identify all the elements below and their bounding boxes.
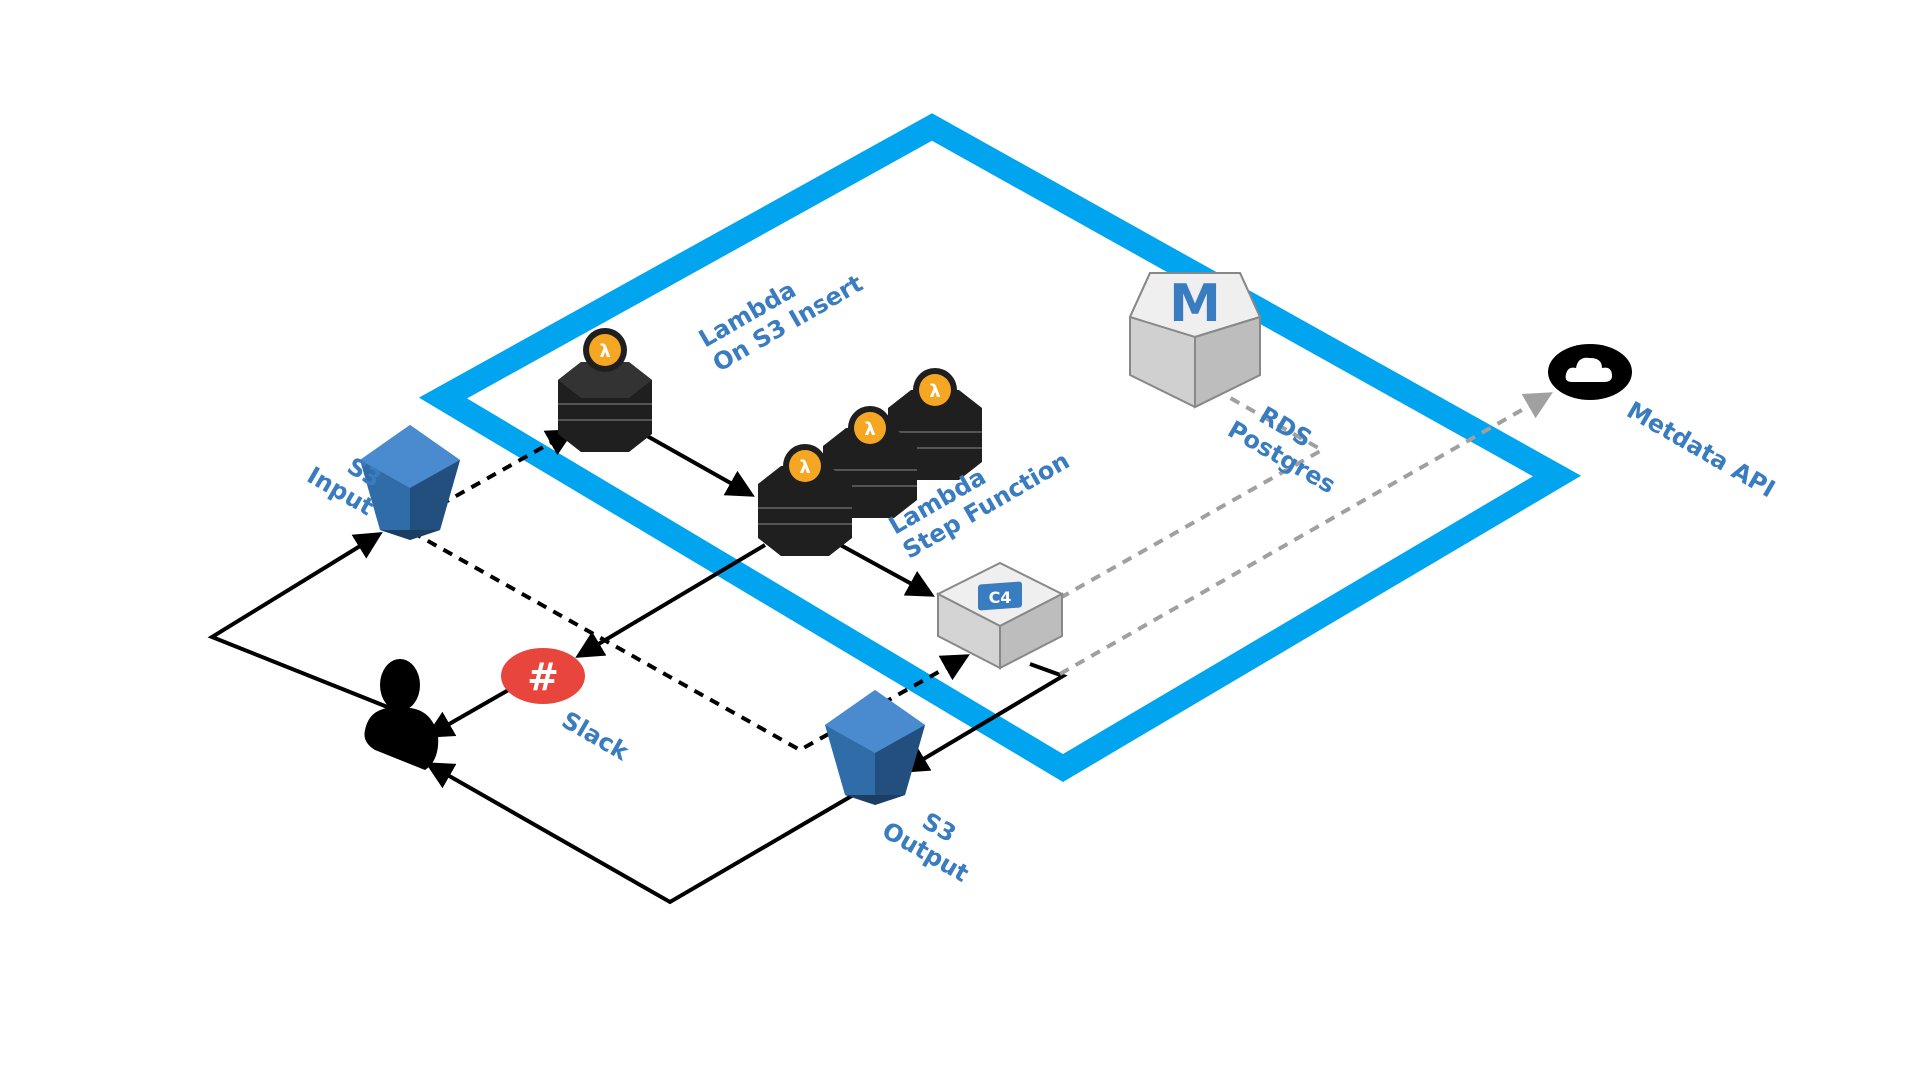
arrow-compute-to-metadata-api xyxy=(1059,392,1553,676)
arrow-step-to-compute xyxy=(834,540,935,597)
rds-icon: M xyxy=(1128,272,1262,409)
s3-input-bucket-icon xyxy=(360,425,460,540)
svg-text:λ: λ xyxy=(799,457,810,478)
s3-output-bucket-icon xyxy=(825,690,925,805)
svg-text:M: M xyxy=(1169,274,1221,334)
vpc-boundary xyxy=(418,113,1582,782)
svg-text:λ: λ xyxy=(929,381,940,402)
user-icon xyxy=(364,659,439,770)
label-metadata-api: Metdata API xyxy=(1622,396,1780,503)
svg-text:#: # xyxy=(527,655,559,699)
svg-text:Slack: Slack xyxy=(557,706,634,767)
lambda-insert-icon: λ xyxy=(558,328,652,452)
svg-text:C4: C4 xyxy=(989,588,1012,607)
compute-c4-icon: C4 xyxy=(935,561,1065,670)
label-s3-output: S3 Output xyxy=(877,807,973,888)
arrow-lambda-insert-to-step xyxy=(639,430,755,497)
metadata-api-icon xyxy=(1548,344,1632,400)
svg-text:λ: λ xyxy=(599,341,610,362)
label-lambda-insert: Lambda On S3 Insert xyxy=(694,269,868,377)
arrow-s3-output-to-user xyxy=(425,762,857,905)
svg-text:Metdata API: Metdata API xyxy=(1622,396,1780,503)
arrow-user-to-s3-input xyxy=(207,532,421,722)
arrow-slack-to-user xyxy=(425,686,513,738)
arrow-compute-to-s3-output xyxy=(900,662,1068,773)
label-slack: Slack xyxy=(557,706,634,767)
arrow-s3-input-to-lambda-insert xyxy=(439,429,575,507)
lambda-step-icon-front: λ xyxy=(758,444,852,556)
arrow-step-to-slack xyxy=(575,543,767,658)
svg-text:λ: λ xyxy=(864,419,875,440)
label-rds: RDS Postgres xyxy=(1223,401,1340,499)
arrow-s3-input-to-compute xyxy=(411,530,970,753)
slack-icon: # xyxy=(501,648,585,704)
